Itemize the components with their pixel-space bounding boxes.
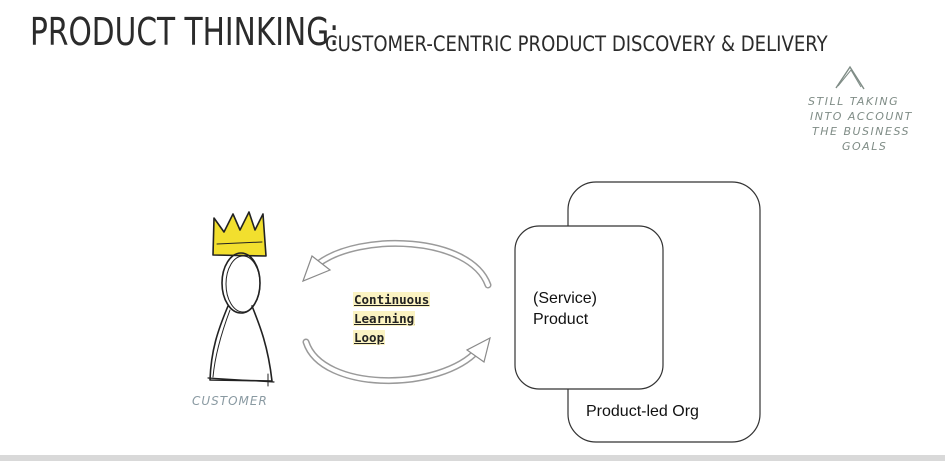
business-goals-note: STILL TAKING INTO ACCOUNT THE BUSINESS G… (808, 94, 945, 154)
customer-label: CUSTOMER (192, 394, 268, 408)
loop-line: Continuous (353, 292, 431, 307)
customer-head (221, 252, 261, 314)
product-led-org-label: Product-led Org (586, 403, 699, 420)
note-line: THE BUSINESS (812, 125, 911, 138)
loop-line: Loop (353, 330, 386, 345)
note-line: STILL TAKING (808, 95, 900, 108)
annotation-caret (835, 65, 865, 90)
product-line: (Service) (533, 290, 598, 307)
customer-figure (207, 211, 275, 387)
product-line: Product (533, 311, 589, 328)
loop-arrow-bottom (302, 338, 482, 384)
title-subtitle: CUSTOMER-CENTRIC PRODUCT DISCOVERY & DEL… (325, 32, 828, 56)
slide-title: PRODUCT THINKING: (30, 10, 426, 54)
learning-loop-label: Continuous Learning Loop (353, 290, 431, 347)
product-box (514, 225, 664, 390)
crown-icon (212, 211, 267, 257)
note-line: GOALS (842, 140, 888, 153)
title-main: PRODUCT THINKING: (30, 10, 340, 54)
bottom-divider (0, 455, 945, 461)
loop-line: Learning (353, 311, 416, 326)
note-line: INTO ACCOUNT (810, 110, 913, 123)
service-product-label: (Service) Product (533, 288, 597, 330)
